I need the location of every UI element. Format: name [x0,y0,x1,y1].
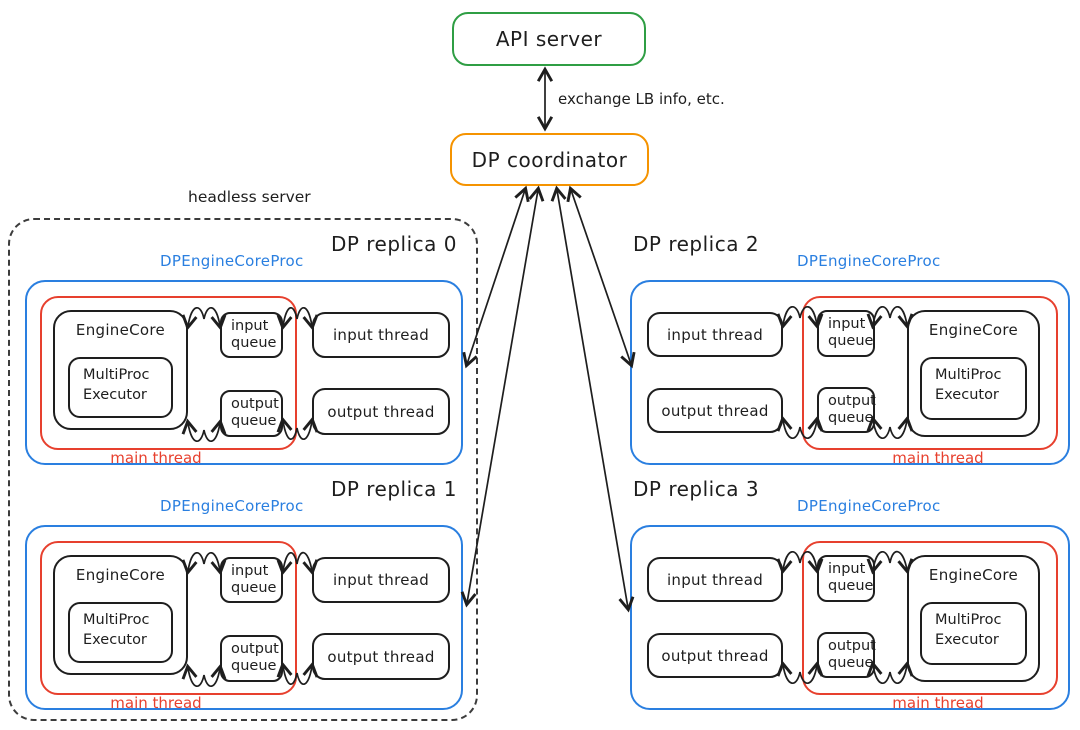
dpenginecoreproc-box [630,525,1070,710]
input-thread-box: input thread [312,312,450,358]
output-queue-box: output queue [817,632,876,678]
multiproc-executor-box: MultiProc Executor [920,357,1027,420]
main-thread-label: main thread [892,694,984,712]
output-thread-box: output thread [647,633,783,678]
exchange-info-label: exchange LB info, etc. [558,90,725,108]
main-thread-label: main thread [892,449,984,467]
dp-replica-0: DP replica 0 DPEngineCoreProc EngineCore… [25,228,465,467]
replica-title: DP replica 2 [633,232,760,256]
input-queue-box: input queue [817,310,875,357]
input-queue-box: input queue [220,312,283,358]
dp-replica-2: DP replica 2 DPEngineCoreProc input thre… [630,228,1070,467]
dpenginecoreproc-box [25,525,463,710]
api-server-label: API server [495,27,603,51]
api-server-node: API server [452,12,646,66]
main-thread-box [802,541,1058,695]
input-thread-box: input thread [647,312,783,357]
replica-title: DP replica 0 [330,232,457,256]
replica-title: DP replica 1 [330,477,457,501]
main-thread-label: main thread [110,694,202,712]
arrow-coordinator-replica2 [566,185,636,369]
main-thread-box [40,296,297,450]
multiproc-executor-box: MultiProc Executor [920,602,1027,665]
multiproc-executor-box: MultiProc Executor [68,357,173,418]
dpenginecoreproc-label: DPEngineCoreProc [160,497,304,515]
input-thread-box: input thread [312,557,450,603]
dp-replica-1: DP replica 1 DPEngineCoreProc EngineCore… [25,473,465,712]
main-thread-box [40,541,297,695]
replica-title: DP replica 3 [633,477,760,501]
dp-coordinator-label: DP coordinator [471,147,628,172]
dp-coordinator-node: DP coordinator [450,133,649,186]
output-thread-box: output thread [647,388,783,433]
dpenginecoreproc-label: DPEngineCoreProc [797,497,941,515]
output-thread-box: output thread [312,388,450,435]
output-queue-box: output queue [220,390,283,437]
output-queue-box: output queue [817,387,876,433]
output-thread-box: output thread [312,633,450,680]
input-thread-box: input thread [647,557,783,602]
output-queue-box: output queue [220,635,283,682]
multiproc-executor-box: MultiProc Executor [68,602,173,663]
arrow-coordinator-replica3 [550,185,635,613]
headless-server-label: headless server [188,188,311,206]
dp-replica-3: DP replica 3 DPEngineCoreProc input thre… [630,473,1070,712]
dpenginecoreproc-label: DPEngineCoreProc [160,252,304,270]
input-queue-box: input queue [817,555,875,602]
dpenginecoreproc-label: DPEngineCoreProc [797,252,941,270]
main-thread-label: main thread [110,449,202,467]
input-queue-box: input queue [220,557,283,603]
main-thread-box [802,296,1058,450]
